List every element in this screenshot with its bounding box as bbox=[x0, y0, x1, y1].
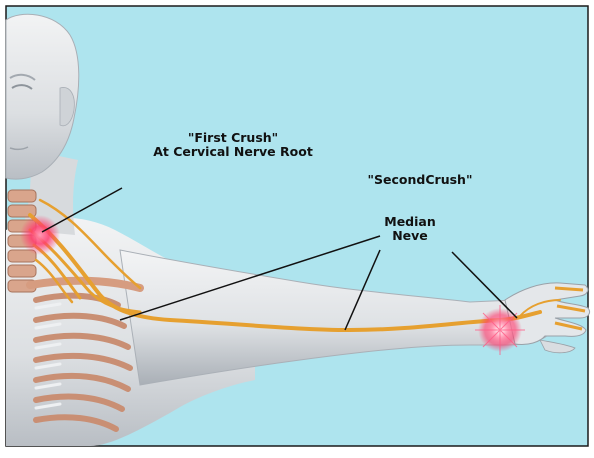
median-label-line2: Neve bbox=[360, 229, 460, 243]
median-label-line1: Median bbox=[360, 215, 460, 229]
median-nerve-label: Median Neve bbox=[360, 215, 460, 244]
first-crush-title: "First Crush" bbox=[118, 131, 348, 145]
first-crush-location: At Cervical Nerve Root bbox=[118, 145, 348, 159]
first-crush-glow bbox=[20, 215, 60, 255]
first-crush-label: "First Crush" At Cervical Nerve Root bbox=[118, 131, 348, 160]
second-crush-label: "SecondCrush" bbox=[330, 173, 510, 187]
